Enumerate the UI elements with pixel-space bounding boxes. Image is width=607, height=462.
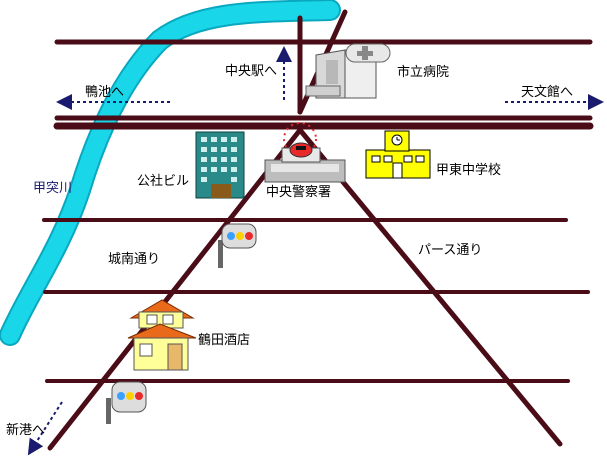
label-liquor: 鶴田酒店 — [198, 333, 251, 348]
label-school: 甲東中学校 — [436, 163, 502, 178]
arrow-port — [27, 401, 63, 456]
label-hospital: 市立病院 — [397, 65, 450, 80]
label-police: 中央警察署 — [266, 185, 332, 200]
liquor-store-icon — [127, 299, 197, 371]
label-kamoike: 鴨池へ — [85, 85, 125, 100]
traffic-signal-icon — [106, 381, 147, 424]
police-station-icon — [264, 122, 346, 183]
label-observatory: 天文館へ — [521, 85, 574, 100]
label-river: 甲突川 — [33, 181, 73, 196]
label-port: 新港へ — [6, 423, 46, 438]
hospital-icon — [305, 43, 391, 99]
river-water — [1, 1, 339, 344]
label-station: 中央駅へ — [225, 64, 278, 79]
school-icon — [365, 130, 431, 179]
traffic-signal-icon — [218, 223, 257, 268]
label-office: 公社ビル — [137, 174, 190, 189]
road-jonan — [47, 127, 303, 451]
office-building-icon — [195, 131, 245, 199]
direction-arrow-icon — [27, 46, 604, 456]
label-parsu: パース通り — [418, 243, 483, 258]
label-jonan: 城南通り — [108, 252, 161, 267]
